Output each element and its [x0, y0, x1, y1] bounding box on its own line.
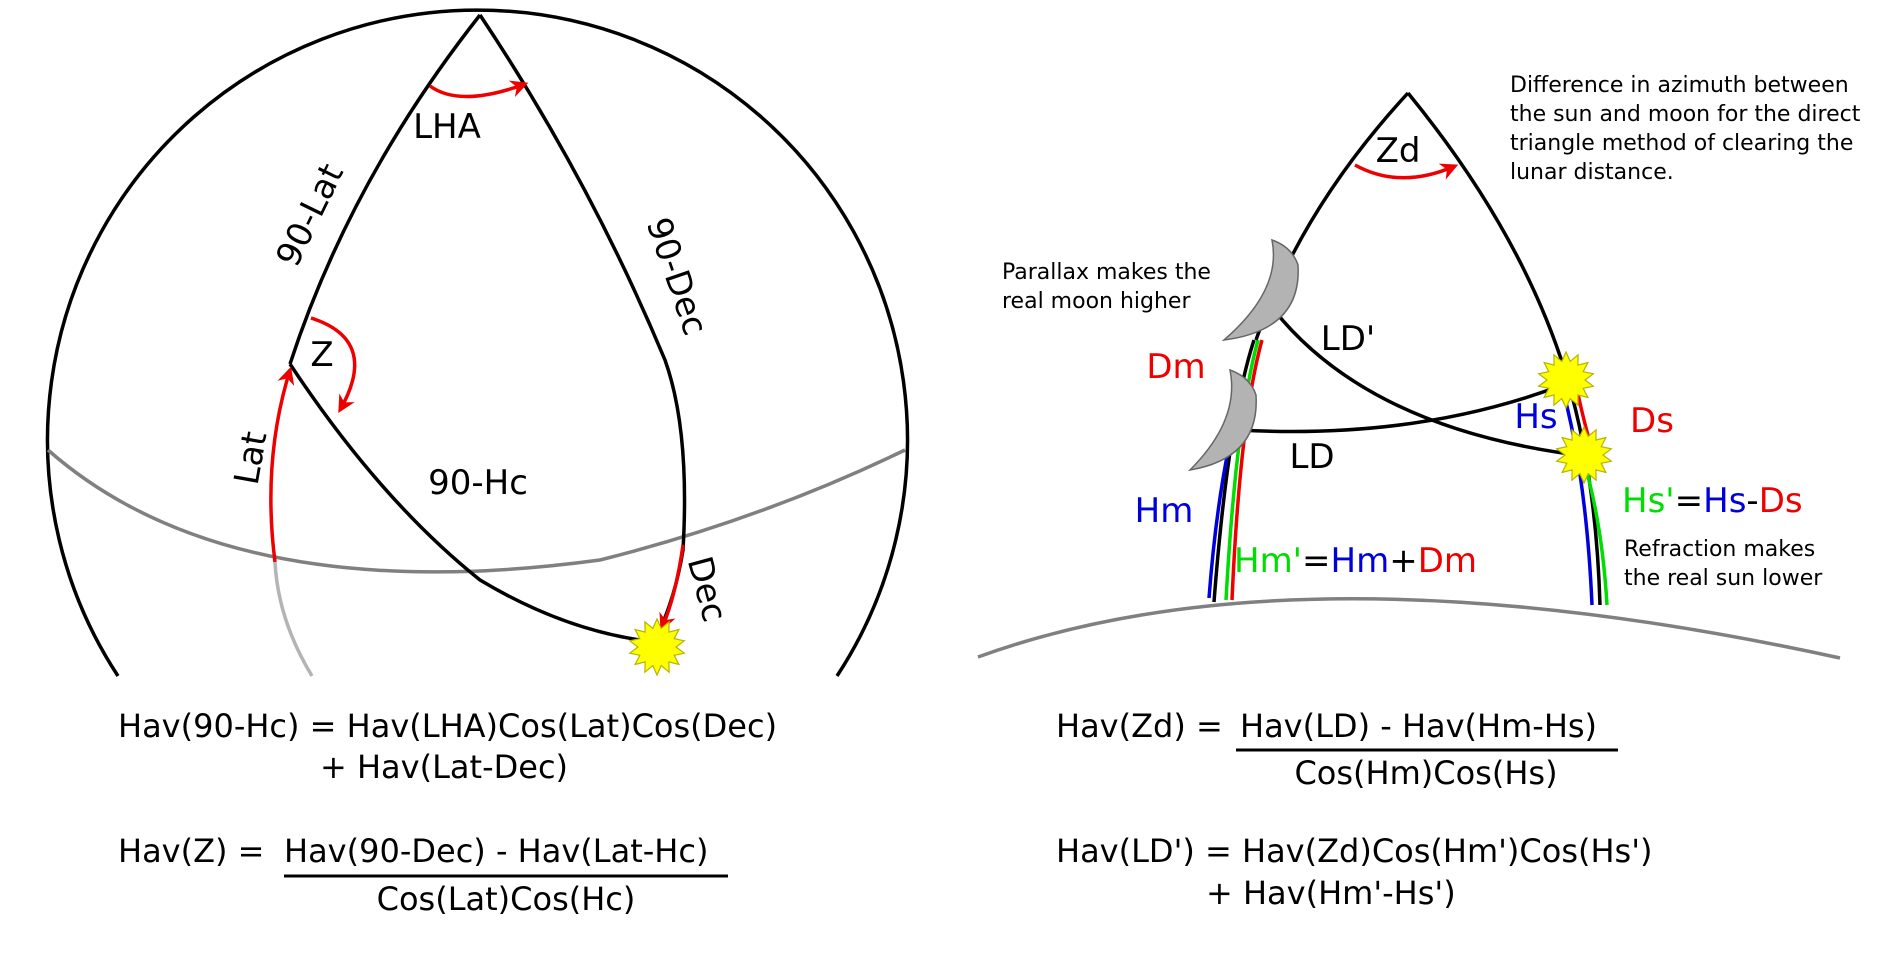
- label-lat: Lat: [227, 428, 276, 487]
- note-azimuth-line-4: lunar distance.: [1510, 160, 1674, 185]
- z-arrow: [310, 316, 357, 414]
- label-ds: Ds: [1630, 401, 1674, 441]
- note-parallax-line-2: real moon higher: [1002, 289, 1191, 314]
- note-azimuth: Difference in azimuth between the sun an…: [1510, 73, 1867, 185]
- sun-icon: [628, 617, 686, 677]
- formula-hav-zd-prefix: Hav(Zd) =: [1056, 707, 1223, 745]
- note-parallax: Parallax makes the real moon higher: [1002, 260, 1218, 314]
- true-moon-icon: [1221, 238, 1299, 342]
- label-90-hc: 90-Hc: [428, 463, 528, 503]
- moon-apparent-red-line: [1230, 339, 1264, 601]
- lha-arrow: [428, 80, 529, 99]
- note-refraction-line-2: the real sun lower: [1624, 566, 1823, 591]
- formula-hav-z-numerator: Hav(90-Dec) - Hav(Lat-Hc): [284, 832, 708, 870]
- label-ld-prime: LD': [1321, 319, 1375, 359]
- label-z: Z: [310, 335, 333, 375]
- label-zd: Zd: [1376, 131, 1421, 171]
- earth-surface-line: [977, 597, 1841, 660]
- note-azimuth-line-1: Difference in azimuth between: [1510, 73, 1849, 98]
- eq-hm-prime-b: Hm: [1331, 541, 1390, 581]
- true-sun-icon: [1555, 425, 1613, 485]
- eq-hs-prime-a: Hs': [1622, 481, 1675, 521]
- eq-hm-prime-a: Hm': [1234, 541, 1302, 581]
- label-hm: Hm: [1135, 491, 1194, 531]
- label-90-lat: 90-Lat: [268, 158, 352, 273]
- celestial-sphere-diagram: LHA 90-Lat 90-Dec Z Lat 90-Hc Dec: [45, 8, 910, 677]
- hidden-meridian-line: [273, 561, 314, 677]
- eq-hs-prime-eq: =: [1675, 481, 1704, 521]
- line-ld-prime: [1272, 308, 1586, 458]
- eq-hm-prime-c: Dm: [1418, 541, 1477, 581]
- formula-hav-90-hc: Hav(90-Hc) = Hav(LHA)Cos(Lat)Cos(Dec): [118, 707, 777, 745]
- label-dm: Dm: [1146, 347, 1205, 387]
- eq-hs-prime-op: -: [1746, 481, 1758, 521]
- formula-hav-90-hc-cont: + Hav(Lat-Dec): [320, 748, 568, 786]
- zd-arrow: [1354, 163, 1459, 180]
- formula-hav-z-denominator: Cos(Lat)Cos(Hc): [377, 880, 636, 918]
- left-formulas: Hav(90-Hc) = Hav(LHA)Cos(Lat)Cos(Dec) + …: [118, 707, 777, 918]
- note-parallax-line-1: Parallax makes the: [1002, 260, 1211, 285]
- side-90-lat: [288, 13, 482, 365]
- formula-hav-ld-prime: Hav(LD') = Hav(Zd)Cos(Hm')Cos(Hs'): [1056, 832, 1653, 870]
- side-90-hc: [288, 363, 641, 642]
- equation-hm-prime: Hm'=Hm+Dm: [1234, 541, 1477, 581]
- note-refraction: Refraction makes the real sun lower: [1624, 537, 1823, 591]
- label-hs: Hs: [1514, 397, 1557, 437]
- apparent-moon-icon: [1187, 368, 1257, 472]
- eq-hs-prime-c: Ds: [1759, 481, 1803, 521]
- label-lha: LHA: [413, 107, 481, 147]
- eq-hm-prime-eq: =: [1302, 541, 1331, 581]
- celestial-sphere-outline: [45, 8, 910, 677]
- formula-hav-z-prefix: Hav(Z) =: [118, 832, 264, 870]
- formula-hav-zd-denominator: Cos(Hm)Cos(Hs): [1294, 754, 1557, 792]
- note-azimuth-line-3: triangle method of clearing the: [1510, 131, 1853, 156]
- right-formulas: Hav(Zd) = Hav(LD) - Hav(Hm-Hs) Cos(Hm)Co…: [1056, 707, 1653, 912]
- horizon-line: [46, 448, 906, 574]
- formula-hav-ld-prime-cont: + Hav(Hm'-Hs'): [1206, 874, 1456, 912]
- formula-hav-zd-numerator: Hav(LD) - Hav(Hm-Hs): [1240, 707, 1597, 745]
- dec-arrow: [659, 544, 685, 632]
- note-refraction-line-1: Refraction makes: [1624, 537, 1815, 562]
- equation-hs-prime: Hs'=Hs-Ds: [1622, 481, 1803, 521]
- apparent-sun-icon: [1537, 350, 1595, 410]
- lat-arrow: [269, 366, 295, 563]
- lunar-distance-diagram: Zd LD' LD Dm Hm Hs Ds Hm'=Hm+Dm Hs'=Hs-D…: [977, 73, 1867, 660]
- label-ld: LD: [1289, 437, 1334, 477]
- note-azimuth-line-2: the sun and moon for the direct: [1510, 102, 1861, 127]
- zenith-to-sun-side: [1406, 91, 1566, 369]
- line-ld: [1237, 382, 1566, 434]
- eq-hm-prime-op: +: [1389, 541, 1418, 581]
- label-dec: Dec: [679, 552, 735, 626]
- eq-hs-prime-b: Hs: [1703, 481, 1746, 521]
